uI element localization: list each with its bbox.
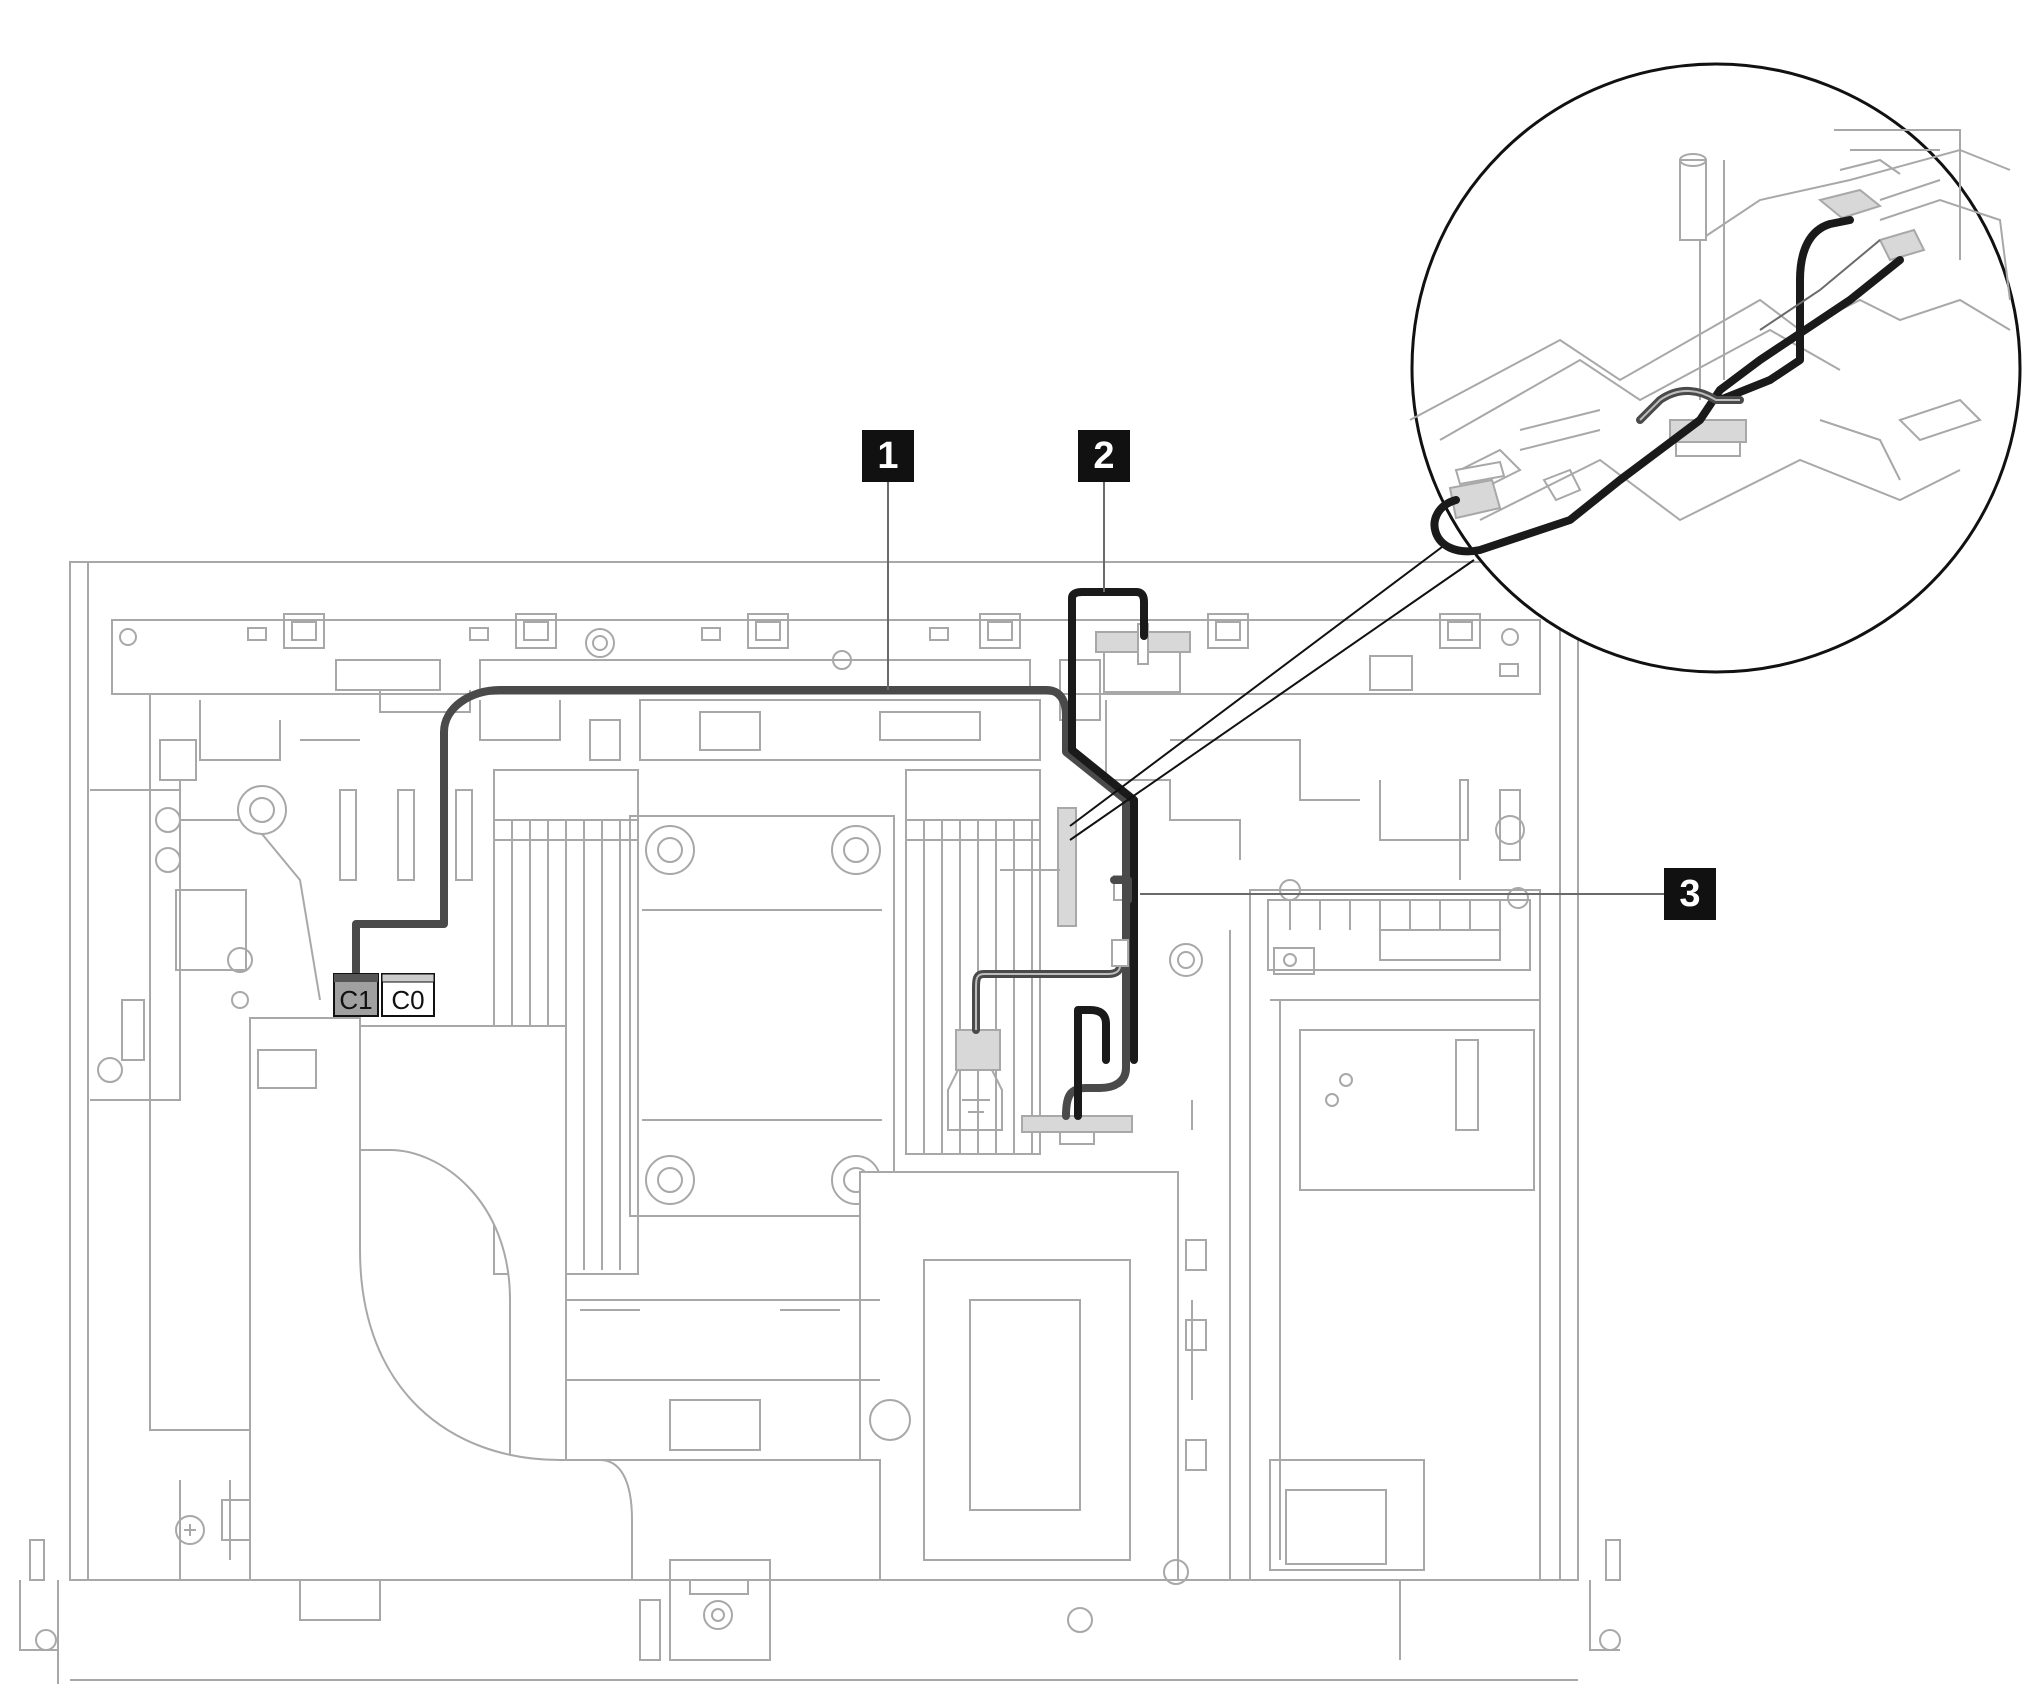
cable-1	[352, 686, 1130, 1120]
connector-c1: C1	[333, 973, 379, 1017]
fan-board	[111, 613, 1541, 721]
raid-adapter-assembly	[566, 1171, 1179, 1581]
board-connector-mid	[1000, 807, 1133, 927]
dimm-slots-right	[905, 769, 1041, 1155]
riser-card-assembly	[175, 1017, 633, 1621]
callout-2: 2	[1078, 430, 1130, 592]
system-board	[90, 694, 1461, 1431]
drive-bay-right	[1163, 779, 1541, 1585]
zoom-circle	[1410, 62, 2022, 674]
cable-2	[1068, 588, 1148, 1120]
callout-2-label: 2	[1093, 435, 1114, 477]
callout-3-label: 3	[1679, 873, 1700, 915]
fan-connector	[247, 613, 1519, 677]
callout-1: 1	[862, 430, 914, 690]
connector-c0-label: C0	[391, 985, 424, 1015]
processor-heatsink	[629, 815, 895, 1217]
cable-3	[972, 876, 1132, 1034]
connector-c0: C0	[381, 973, 435, 1017]
connector-c1-label: C1	[339, 985, 372, 1015]
server-chassis	[19, 561, 1621, 1684]
callout-1-label: 1	[877, 435, 898, 477]
front-io	[639, 1559, 1401, 1661]
zoom-detail-content	[1409, 129, 2011, 556]
callout-3: 3	[1140, 868, 1716, 920]
zoom-detail-view	[1069, 62, 2022, 841]
